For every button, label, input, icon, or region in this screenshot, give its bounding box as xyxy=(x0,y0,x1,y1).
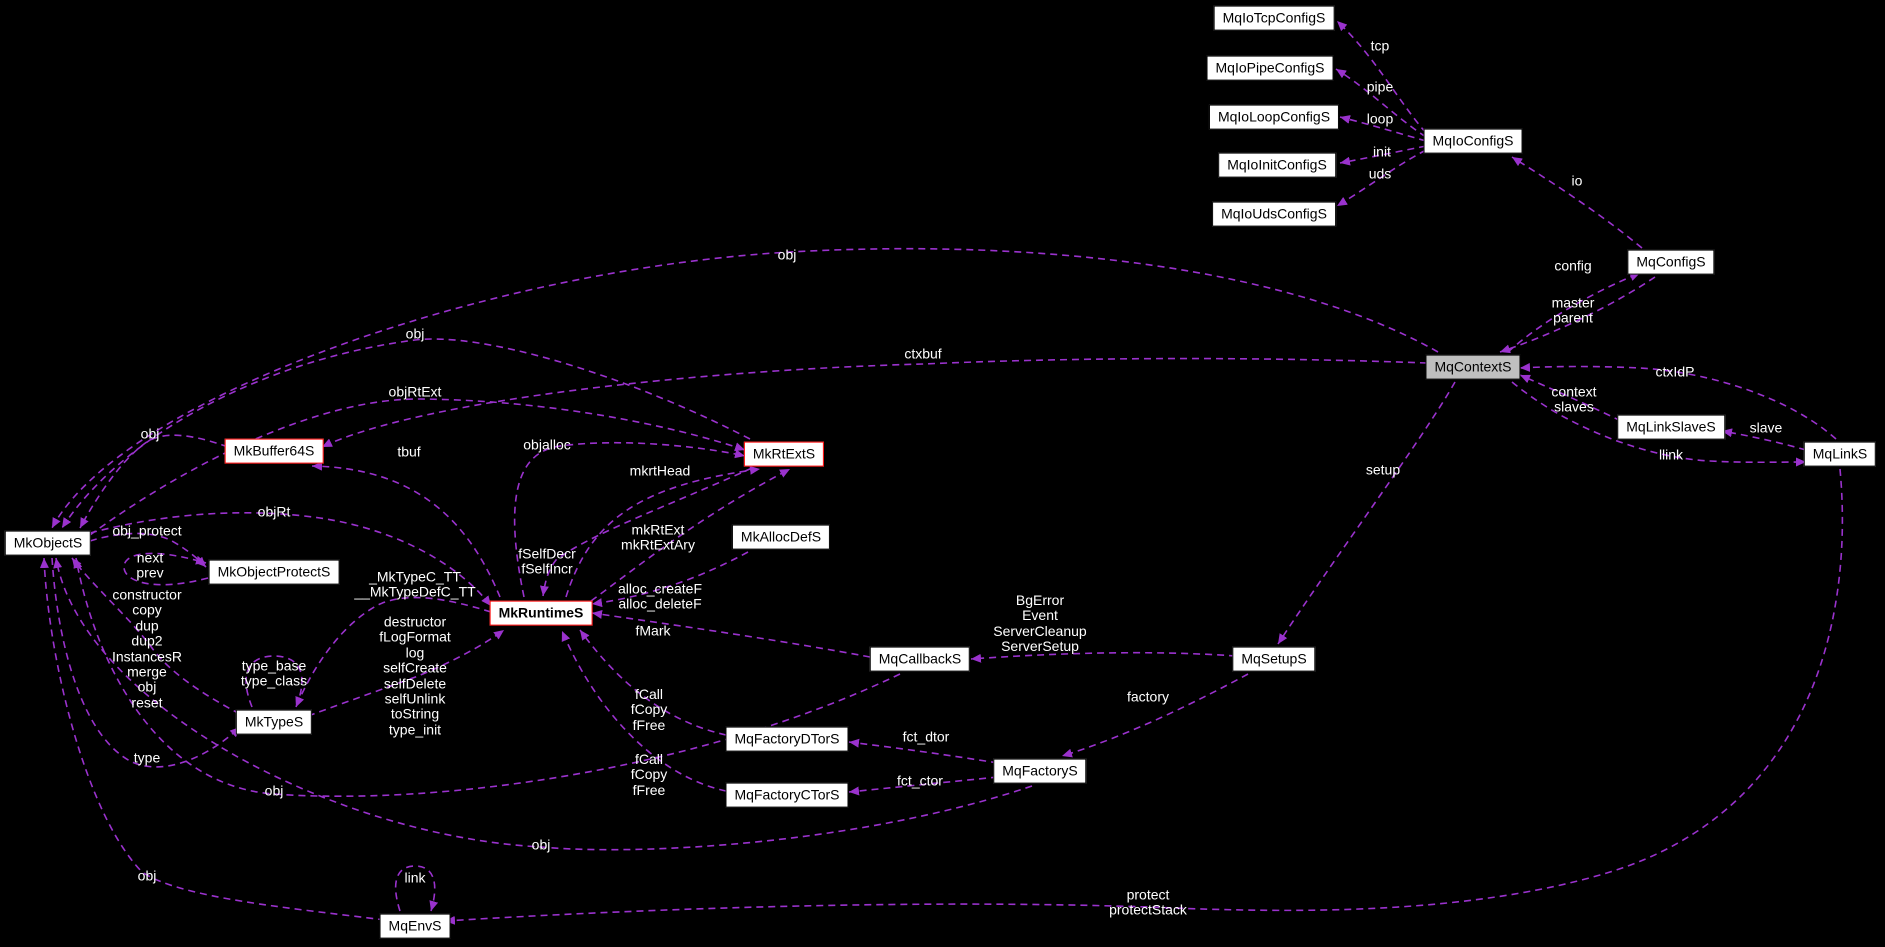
node-MqEnvS[interactable]: MqEnvS xyxy=(379,913,451,939)
edge-MqIoConfigS-MqIoUdsConfigS-uds xyxy=(1336,149,1427,207)
edge-MqCallbackS-MkObjectS-obj xyxy=(73,557,901,798)
edge-MqConfigS-MqContextS-master xyxy=(1499,276,1656,354)
edge-MqContextS-MqConfigS-config xyxy=(1507,272,1641,353)
node-MkTypeS[interactable]: MkTypeS xyxy=(235,709,313,735)
node-MqLinkSlaveS[interactable]: MqLinkSlaveS xyxy=(1617,414,1725,440)
edge-MkObjectS-MkRuntimeS-objRt xyxy=(89,512,492,607)
edge-MkAllocDefS-MkRuntimeS-alloc_createF xyxy=(591,551,749,608)
edge-MqContextS-MkBuffer64S-ctxbuf xyxy=(321,357,1428,448)
edge-MqFactoryCTorS-MkRuntimeS-fCall xyxy=(561,630,727,792)
node-MkBuffer64S[interactable]: MkBuffer64S xyxy=(224,438,324,464)
node-MqIoConfigS[interactable]: MqIoConfigS xyxy=(1423,128,1523,154)
edge-MqLinkS-MqContextS-ctxIdP xyxy=(1519,362,1837,440)
node-MqFactoryCTorS[interactable]: MqFactoryCTorS xyxy=(725,782,849,808)
node-MqIoUdsConfigS[interactable]: MqIoUdsConfigS xyxy=(1212,201,1336,227)
edge-MqFactoryS-MkObjectS-obj xyxy=(53,557,1033,851)
node-MkObjectS[interactable]: MkObjectS xyxy=(4,530,92,556)
edge-MqLinkS-MqEnvS-protect xyxy=(444,468,1844,925)
edge-MqContextS-MkObjectS-obj xyxy=(51,247,1439,529)
node-MqContextS[interactable]: MqContextS xyxy=(1425,354,1521,380)
node-MqCallbackS[interactable]: MqCallbackS xyxy=(869,646,971,672)
edge-MqEnvS-MqEnvS-link xyxy=(394,865,439,912)
edge-MkRuntimeS-MkRtExtS-mkRtExt xyxy=(590,468,791,602)
edge-MkObjectS-MkTypeS-type xyxy=(51,557,241,768)
edge-MqSetupS-MqCallbackS-BgError xyxy=(970,651,1237,663)
node-MqFactoryS[interactable]: MqFactoryS xyxy=(993,758,1087,784)
edge-MkTypeS-MkObjectS-constructor xyxy=(71,557,241,715)
edge-MqIoConfigS-MqIoPipeConfigS-pipe xyxy=(1335,68,1427,138)
edge-MqFactoryDTorS-MkRuntimeS-fCall xyxy=(579,629,727,736)
edge-MkTypeS-MkTypeS-type_base xyxy=(245,655,304,708)
edge-MqSetupS-MqFactoryS-factory xyxy=(1061,673,1249,758)
node-MqIoLoopConfigS[interactable]: MqIoLoopConfigS xyxy=(1208,104,1340,130)
edge-MqCallbackS-MkRuntimeS-fMark xyxy=(591,609,871,658)
edge-MkBuffer64S-MkObjectS-obj xyxy=(79,434,229,529)
edge-MqIoConfigS-MqIoTcpConfigS-tcp xyxy=(1336,20,1427,134)
edge-MqEnvS-MkObjectS-obj xyxy=(39,557,386,921)
edge-MqLinkS-MqLinkSlaveS-slave xyxy=(1721,428,1807,451)
edge-MkTypeS-MkRuntimeS-destructor xyxy=(307,629,505,717)
node-MqIoInitConfigS[interactable]: MqIoInitConfigS xyxy=(1218,152,1336,178)
node-MqFactoryDTorS[interactable]: MqFactoryDTorS xyxy=(725,726,849,752)
edge-MqIoConfigS-MqIoInitConfigS-init xyxy=(1339,145,1427,166)
edge-MqContextS-MqLinkS-llink xyxy=(1511,381,1807,467)
edge-MqConfigS-MqIoConfigS-io xyxy=(1511,156,1643,249)
node-MqConfigS[interactable]: MqConfigS xyxy=(1627,249,1715,275)
edge-MkObjectProtectS-MkObjectProtectS-next xyxy=(123,552,209,586)
node-MqSetupS[interactable]: MqSetupS xyxy=(1232,646,1316,672)
edge-MkRuntimeS-MkRtExtS-mkrtHead xyxy=(565,465,761,598)
node-MkAllocDefS[interactable]: MkAllocDefS xyxy=(731,524,831,550)
edge-MqFactoryS-MqFactoryDTorS-fct_dtor xyxy=(848,738,999,764)
edge-MqContextS-MqSetupS-setup xyxy=(1277,381,1456,645)
node-MkRuntimeS[interactable]: MkRuntimeS xyxy=(489,600,593,626)
node-MqIoTcpConfigS[interactable]: MqIoTcpConfigS xyxy=(1213,5,1335,31)
edge-MkRtExtS-MkRuntimeS-fSelfDecr xyxy=(539,467,753,597)
node-MkObjectProtectS[interactable]: MkObjectProtectS xyxy=(208,559,340,585)
edge-MkRuntimeS-MkTypeS-_MkTypeC_TT xyxy=(295,596,492,708)
edge-MqFactoryS-MqFactoryCTorS-fct_ctor xyxy=(848,776,999,796)
node-MqLinkS[interactable]: MqLinkS xyxy=(1803,441,1877,467)
node-MqIoPipeConfigS[interactable]: MqIoPipeConfigS xyxy=(1206,55,1334,81)
edge-MkRuntimeS-MkRtExtS-objalloc xyxy=(513,441,746,598)
node-MkRtExtS[interactable]: MkRtExtS xyxy=(743,441,825,467)
edge-MkRtExtS-MkObjectS-obj xyxy=(61,338,751,529)
edge-MkRuntimeS-MkBuffer64S-tbuf xyxy=(311,461,501,598)
edge-MkObjectS-MkObjectProtectS-obj_protect xyxy=(89,532,207,568)
edge-MqLinkSlaveS-MqContextS-context xyxy=(1519,374,1622,422)
edge-MkObjectS-MkRtExtS-objRtExt xyxy=(89,398,746,536)
